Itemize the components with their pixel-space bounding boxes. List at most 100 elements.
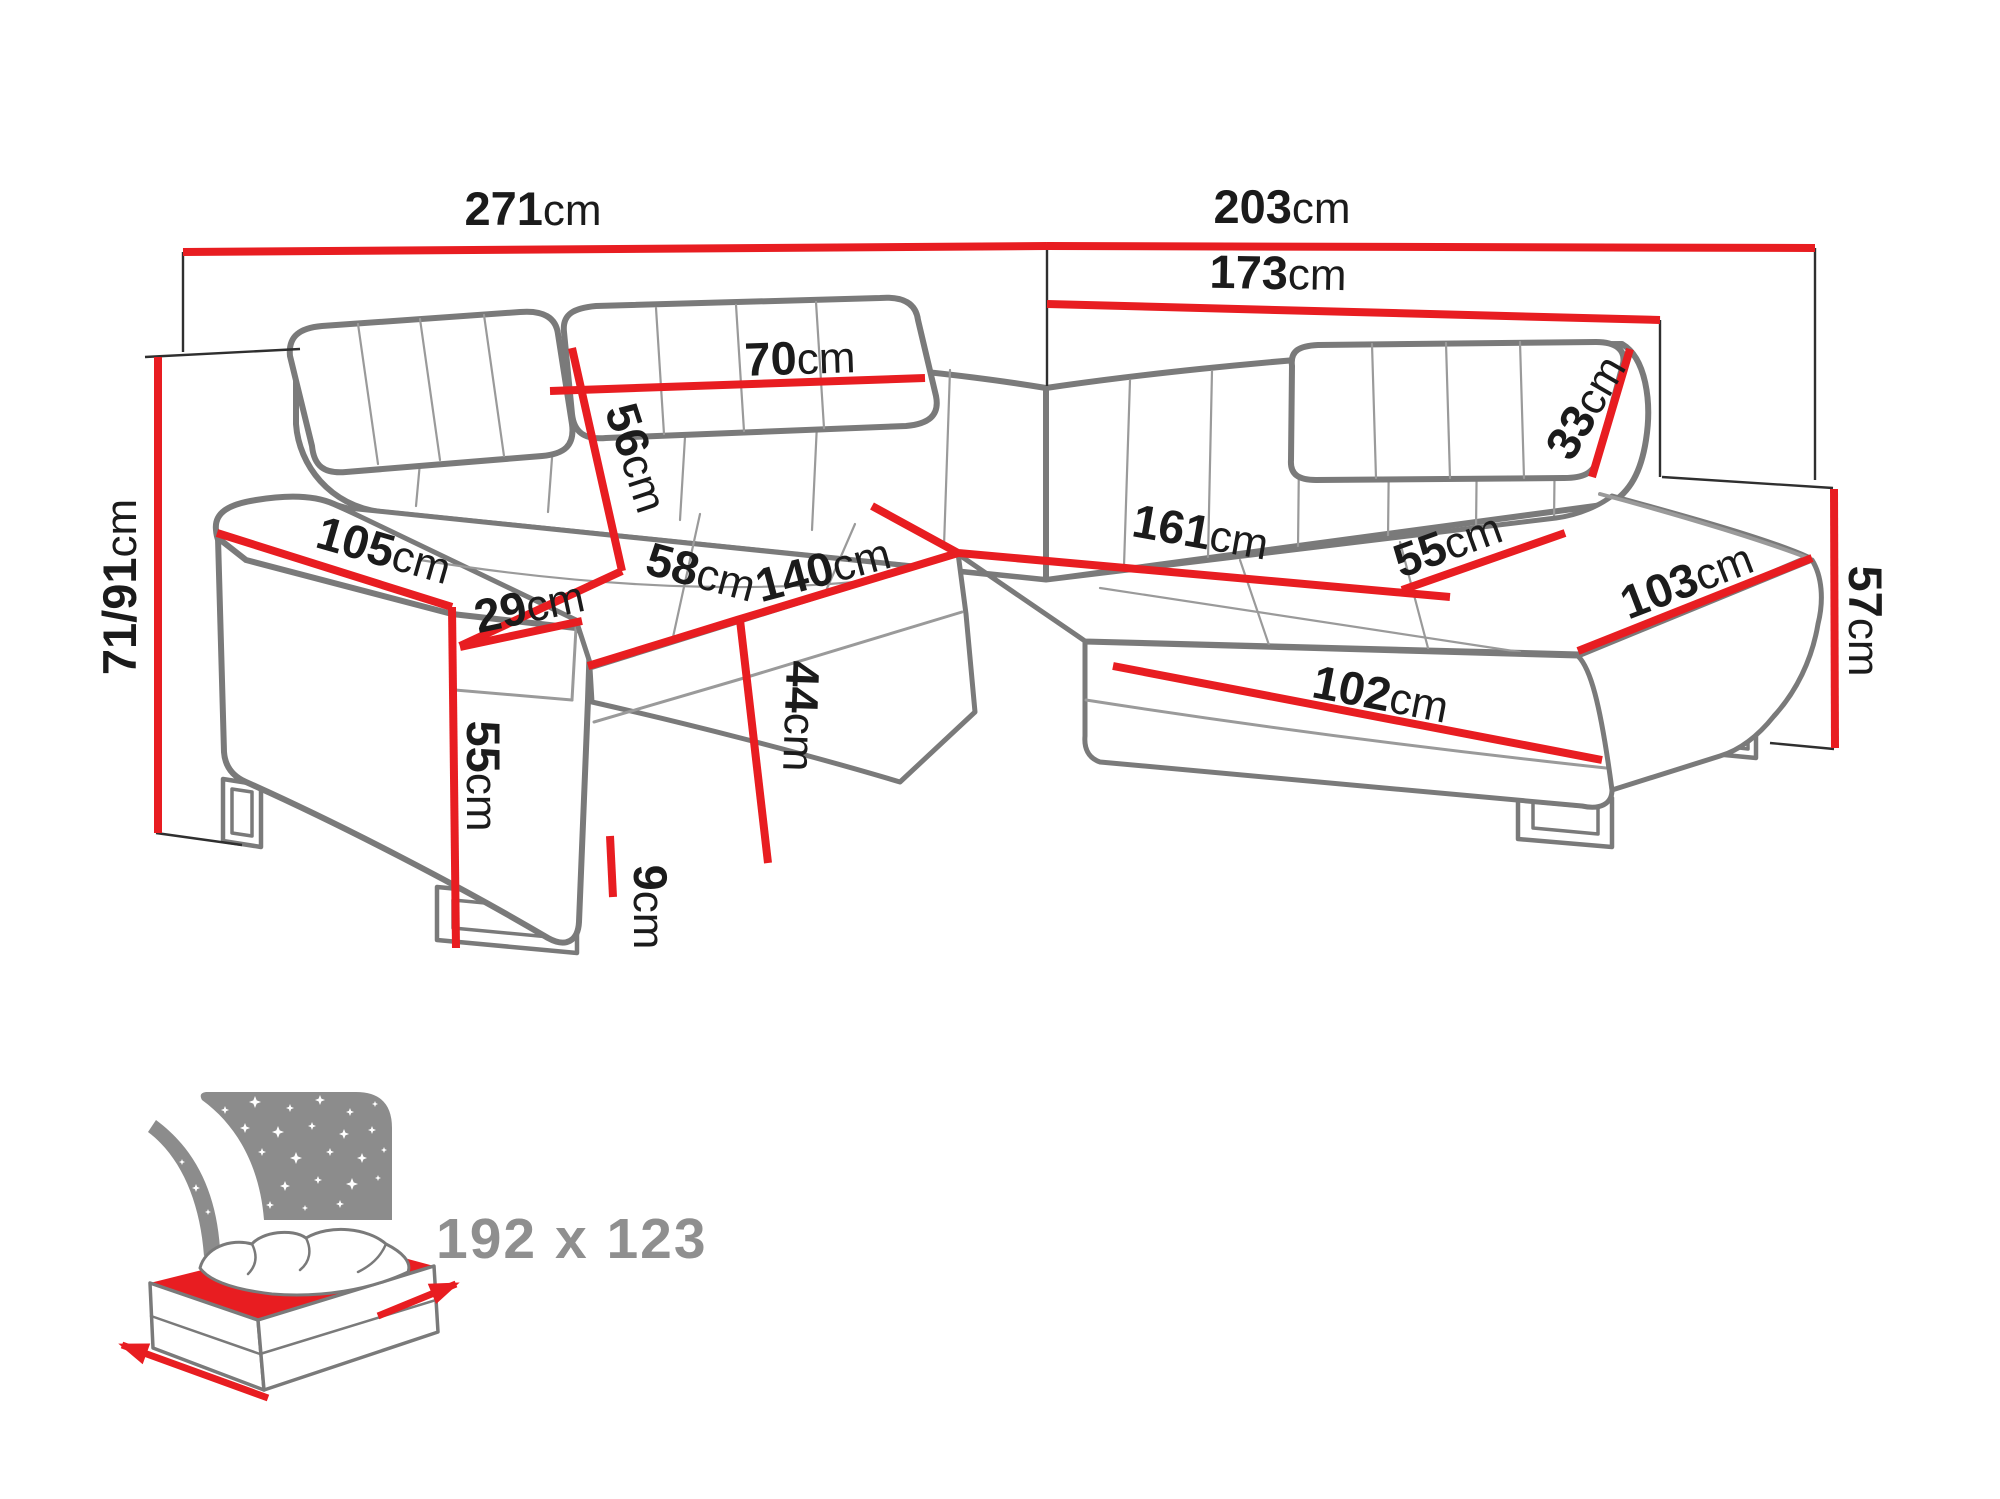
star-icon	[246, 1178, 254, 1186]
star-icon	[215, 1132, 221, 1138]
headrest-seam	[654, 306, 666, 436]
sleeping-function-icon: 192 x 123	[118, 1092, 708, 1402]
sleeping-area-size-text: 192 x 123	[436, 1207, 708, 1271]
extension-line	[1661, 475, 1834, 490]
headrest-seam	[1370, 342, 1378, 480]
sleeping-area-size: 192 x 123	[436, 1207, 708, 1271]
extension-line	[155, 831, 243, 847]
dim-line-armrest-length	[215, 529, 454, 611]
dim-unit: cm	[521, 572, 589, 632]
width-arrow-icon-head	[118, 1343, 151, 1365]
front-band-seam	[1084, 698, 1608, 770]
dim-label-height-right: 57cm	[1839, 566, 1892, 677]
star-icon	[192, 1184, 200, 1192]
dim-label-width-total-left: 271cm	[464, 182, 601, 235]
star-icon	[205, 1209, 211, 1215]
star-icon	[290, 1152, 302, 1164]
dim-line-width-total-left	[182, 242, 1048, 256]
dim-line-seat-depth-right	[1400, 529, 1567, 594]
headrest-seam	[1518, 340, 1526, 480]
dim-line-seat-length-right	[870, 502, 1451, 601]
dim-value: 9	[624, 865, 677, 891]
dim-unit: cm	[624, 891, 673, 950]
extension-line	[1769, 741, 1835, 751]
star-icon	[286, 1104, 294, 1112]
star-icon	[179, 1159, 185, 1165]
chaise-right-face	[1575, 557, 1824, 793]
backrest-seam	[942, 368, 952, 548]
star-icon	[221, 1106, 229, 1114]
star-icon	[368, 1126, 376, 1134]
star-icon	[280, 1181, 290, 1191]
headrest-seam	[356, 322, 380, 466]
dim-label-seat-height: 44cm	[773, 660, 830, 773]
dim-unit: cm	[1386, 673, 1453, 732]
cushion-seam	[820, 522, 857, 602]
dim-unit: cm	[1292, 184, 1351, 233]
dim-line-armrest-width	[459, 617, 583, 651]
dim-unit: cm	[1839, 618, 1888, 677]
mattress-seam	[149, 1314, 262, 1356]
dim-value: 271	[464, 182, 542, 235]
dim-line-leg-height	[606, 835, 617, 898]
star-icon	[302, 1205, 308, 1211]
dim-label-armrest-height: 55cm	[457, 721, 510, 832]
dim-unit: cm	[457, 773, 506, 832]
star-icon	[346, 1178, 358, 1190]
armrest-front-edge	[570, 626, 578, 702]
curtain-swoosh-icon	[148, 1120, 220, 1256]
dim-line-seat-height	[736, 619, 772, 864]
dimension-lines	[154, 242, 1839, 949]
dim-value: 57	[1839, 566, 1892, 618]
dim-unit: cm	[773, 712, 824, 772]
dim-label-chaise-front-length: 102cm	[1308, 655, 1453, 733]
dim-value: 55	[457, 721, 510, 773]
dim-value: 44	[775, 660, 830, 714]
backrest-seam	[1206, 369, 1214, 560]
right-arm-edge	[1598, 492, 1810, 560]
extension-line	[144, 347, 301, 359]
duvet-fold	[298, 1236, 311, 1272]
extension-lines	[144, 246, 1835, 847]
mattress-seam	[258, 1298, 438, 1356]
star-icon	[339, 1129, 349, 1139]
headrest-seam	[1444, 341, 1452, 480]
headrest-seam	[814, 300, 826, 430]
dim-line-width-right-inner	[1046, 300, 1661, 324]
star-icon	[381, 1147, 387, 1153]
star-icon	[314, 1176, 322, 1184]
dim-line-backrest-height	[568, 347, 626, 572]
dim-line-armrest-height	[448, 606, 460, 949]
duvet-fold	[246, 1242, 257, 1276]
leg-back-left-inner	[230, 787, 254, 838]
headrest-seam	[734, 303, 746, 433]
star-icon	[240, 1123, 250, 1133]
dim-line-seat-depth-left	[458, 567, 624, 650]
dim-label-height-total: 71/91cm	[93, 499, 146, 675]
dim-value: 29	[469, 581, 531, 644]
star-icon	[326, 1148, 334, 1156]
star-icon	[346, 1108, 354, 1116]
star-icon	[227, 1153, 237, 1163]
headrest-seam	[418, 317, 442, 462]
dim-value: 173	[1209, 245, 1288, 299]
dim-line-seat-width-left	[586, 549, 960, 670]
cushion-seam	[1098, 586, 1522, 654]
depth-arrow-icon-head	[427, 1282, 460, 1305]
dim-value: 70	[743, 332, 797, 387]
dim-label-armrest-width: 29cm	[469, 569, 589, 644]
star-icon	[372, 1101, 378, 1107]
star-icon	[315, 1095, 325, 1105]
armrest-front-edge	[453, 688, 574, 702]
dim-line-height-right	[1830, 488, 1839, 749]
dim-line-headrest-width	[549, 374, 926, 395]
dim-unit: cm	[1288, 250, 1348, 300]
star-icon	[249, 1096, 261, 1108]
dim-line-width-total-right	[1046, 242, 1816, 252]
dim-label-leg-height: 9cm	[624, 865, 677, 950]
dim-label-width-total-right: 203cm	[1213, 180, 1350, 233]
star-icon	[336, 1200, 344, 1208]
dim-value: 203	[1213, 180, 1291, 233]
